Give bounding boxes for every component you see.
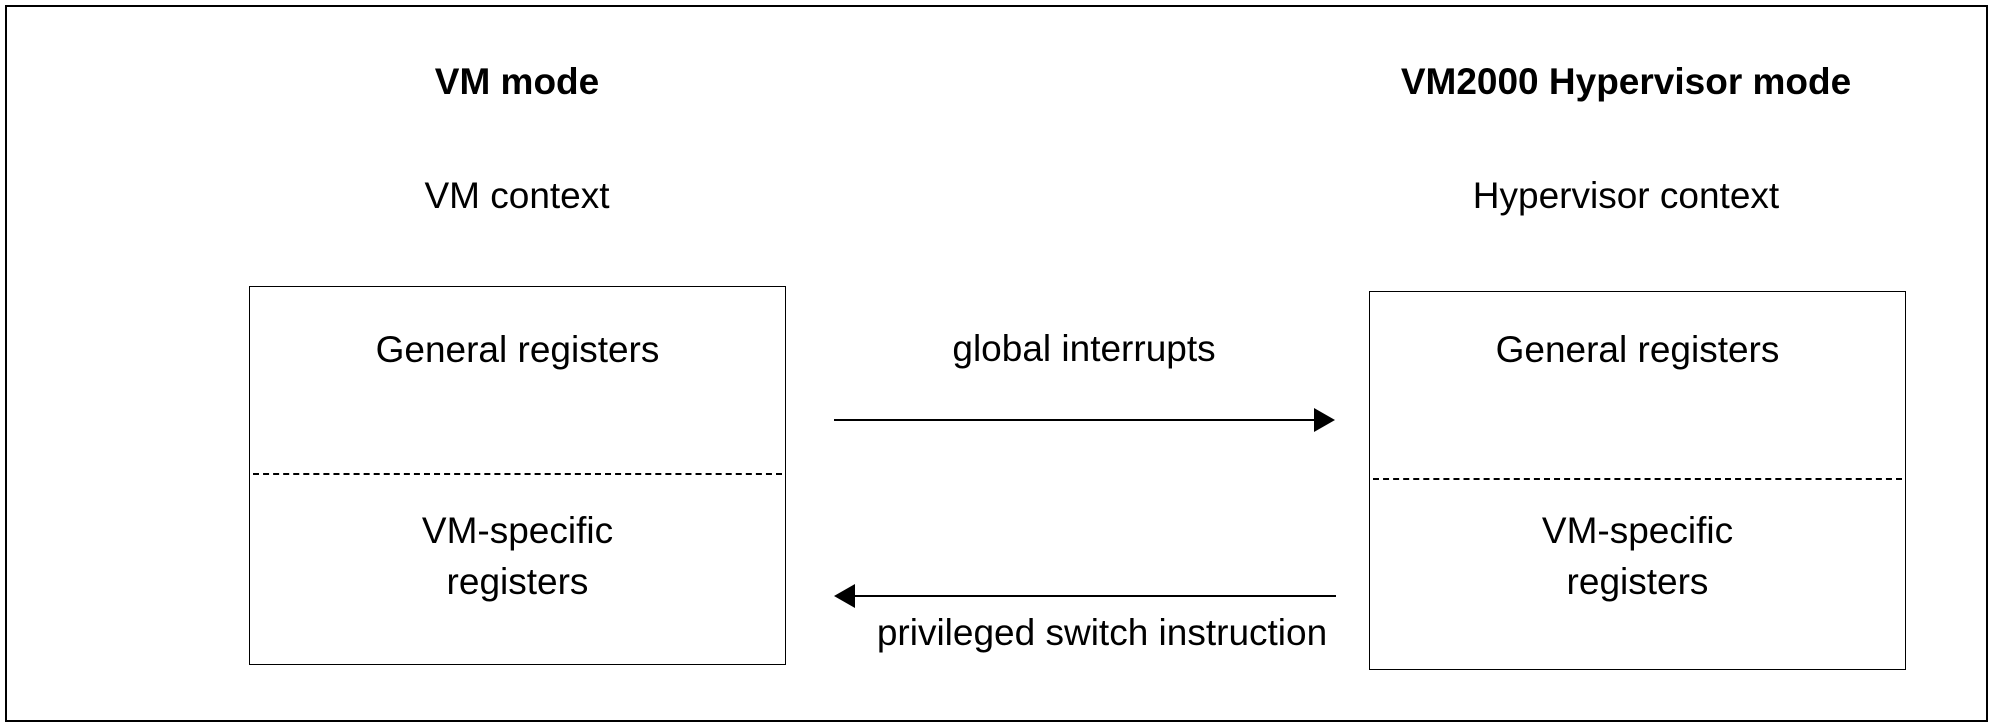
hypervisor-general-registers-label: General registers — [1495, 329, 1780, 370]
vm-context-label: VM context — [424, 175, 610, 216]
vm-specific-line1: VM-specific — [421, 510, 614, 551]
hypervisor-context-label: Hypervisor context — [1472, 175, 1780, 216]
vm-general-registers-label: General registers — [375, 329, 660, 370]
hypervisor-mode-heading: VM2000 Hypervisor mode — [1400, 61, 1852, 102]
vm-register-divider — [253, 473, 782, 475]
vm-specific-registers-label: VM-specific registers — [250, 505, 785, 607]
arrow-to-hypervisor — [834, 408, 1335, 432]
vm-specific-line2: registers — [446, 561, 589, 602]
hypervisor-specific-line2: registers — [1566, 561, 1709, 602]
hypervisor-specific-registers-label: VM-specific registers — [1370, 505, 1905, 607]
arrow-to-vm — [834, 584, 1336, 608]
vm-context-box: General registers VM-specific registers — [249, 286, 786, 665]
global-interrupts-label: global interrupts — [952, 328, 1216, 369]
privileged-switch-label: privileged switch instruction — [876, 612, 1328, 653]
vm-mode-heading: VM mode — [434, 61, 600, 102]
hypervisor-register-divider — [1373, 478, 1902, 480]
hypervisor-context-box: General registers VM-specific registers — [1369, 291, 1906, 670]
hypervisor-specific-line1: VM-specific — [1541, 510, 1734, 551]
diagram-frame — [5, 5, 1988, 722]
